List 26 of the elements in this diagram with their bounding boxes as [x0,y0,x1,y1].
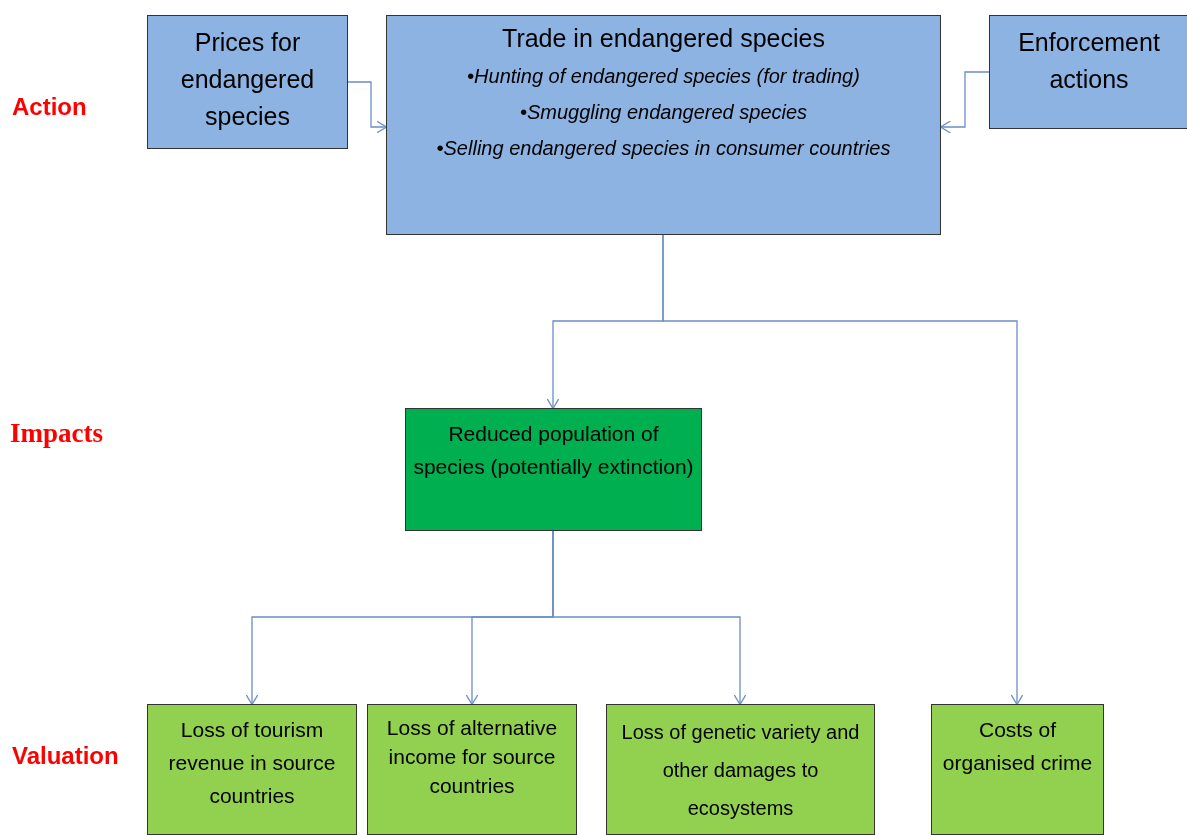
bullet-text: •Hunting of endangered species (for trading) [467,64,860,89]
valuation-box [931,704,1104,835]
row-label: Impacts [10,418,103,449]
valuation-box [367,704,577,835]
arrow [552,530,747,706]
process-box [386,15,941,235]
valuation-box [606,704,875,835]
box-text: Loss of genetic variety and other damages to ecosystems [620,720,861,821]
box-text: Prices for endangered species [179,27,316,132]
row-label: Action [12,93,87,121]
box-text: Loss of alternative income for source countries [385,715,559,799]
box-text: Costs of organised crime [941,717,1094,776]
valuation-box [147,704,357,835]
process-box [147,15,348,149]
box-text: Loss of tourism revenue in source countries [167,717,337,809]
bullet-text: •Selling endangered species in consumer countries [436,136,891,161]
bullet-text: •Smuggling endangered species [519,100,808,125]
process-box [989,15,1187,129]
arrow [347,81,388,134]
impact-box [405,408,702,531]
box-heading: Trade in endangered species [502,24,825,53]
row-label: Valuation [12,742,119,770]
arrow [939,71,990,134]
arrow [662,234,1024,706]
box-text: Enforcement actions [1017,27,1161,95]
box-text: Reduced population of species (potentially extinction) [412,421,695,480]
